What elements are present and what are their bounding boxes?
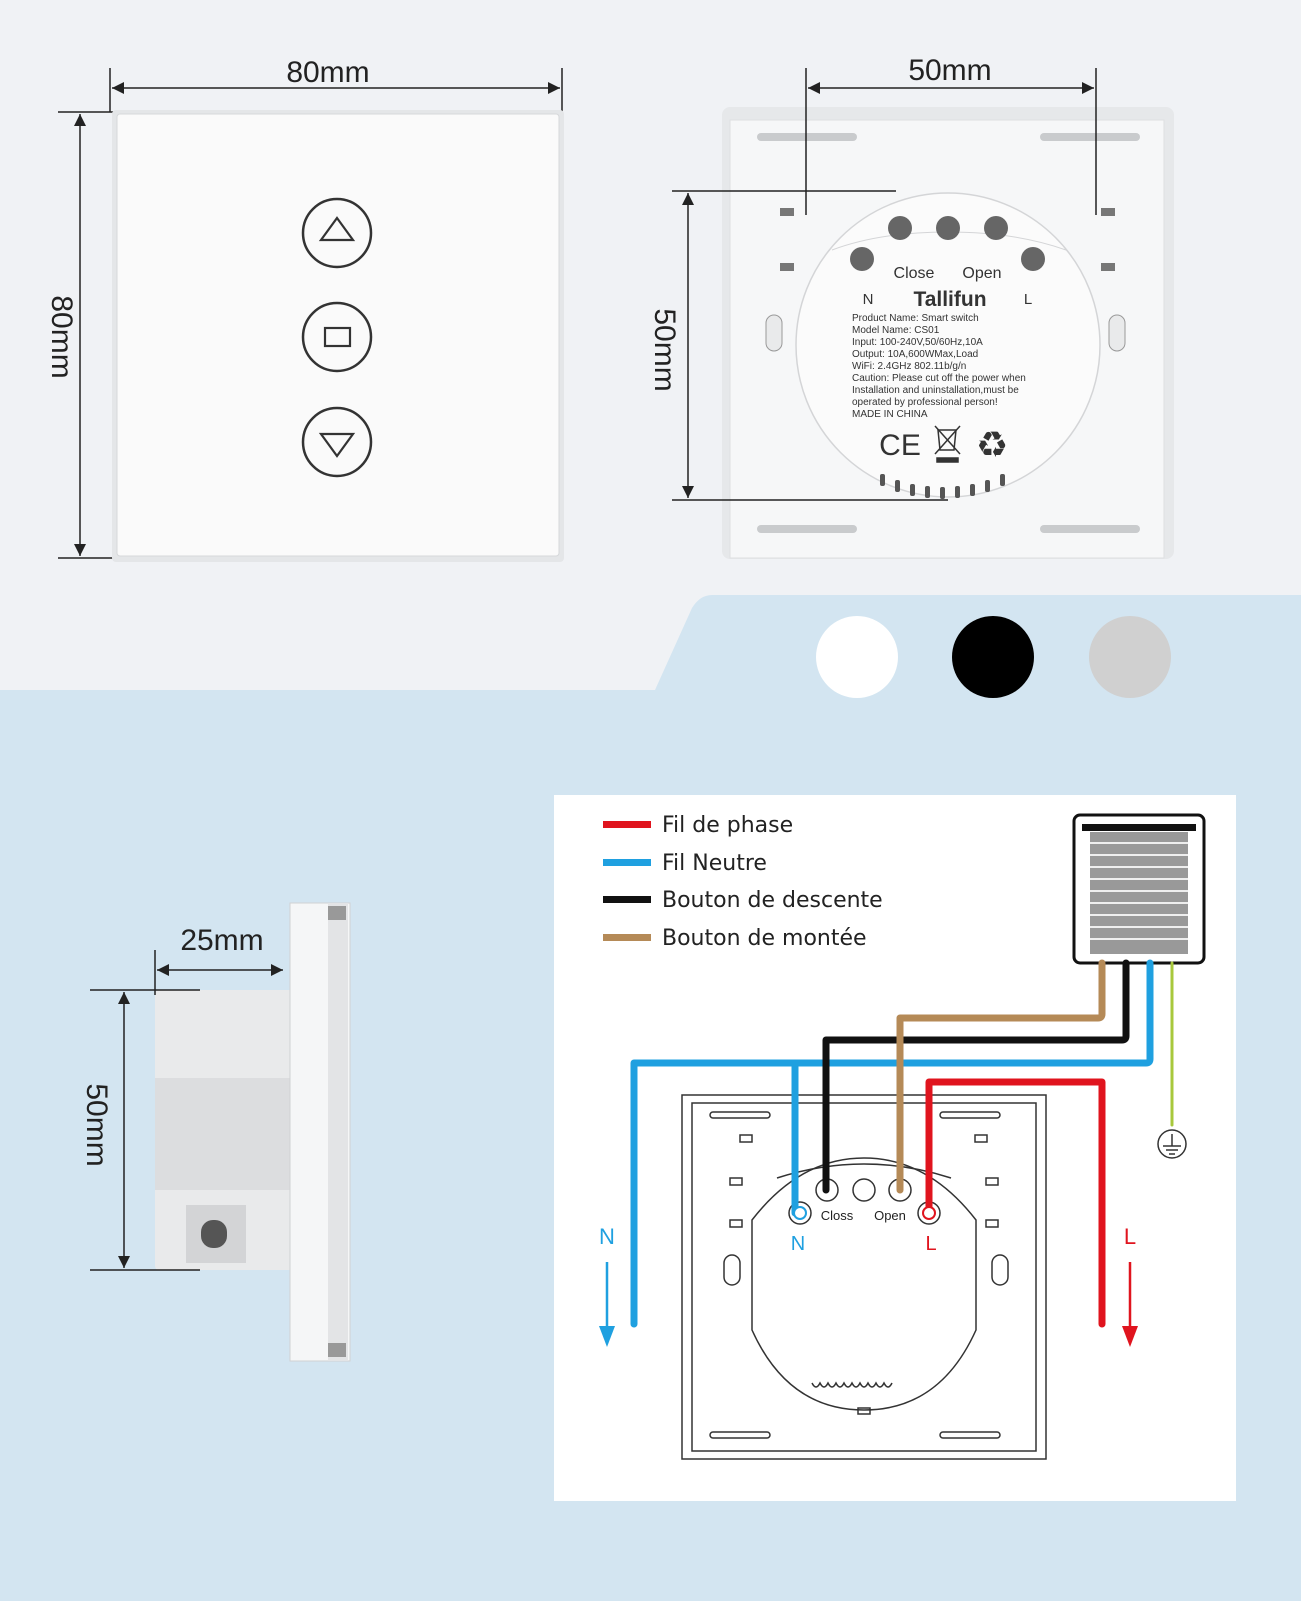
back-height-label: 50mm xyxy=(648,308,681,391)
product-name-text: Product Name: Smart switch xyxy=(852,313,979,324)
motor-icon xyxy=(1072,813,1206,965)
brand-label: Tallifun xyxy=(913,288,986,311)
legend: Fil de phase Fil Neutre Bouton de descen… xyxy=(603,813,883,951)
open-terminal-label: Open xyxy=(874,1208,906,1223)
color-swatch-black xyxy=(952,616,1034,698)
legend-label-down: Bouton de descente xyxy=(662,888,883,913)
close-terminal-label: Closs xyxy=(821,1208,854,1223)
front-view: 80mm 80mm xyxy=(45,56,564,562)
terminal-dots xyxy=(793,1206,936,1220)
side-view: 25mm 50mm xyxy=(80,902,351,1362)
color-swatch-white xyxy=(816,616,898,698)
stop-square-icon xyxy=(323,326,352,348)
front-height-label: 80mm xyxy=(45,295,78,378)
legend-swatch-neutral xyxy=(603,859,651,866)
legend-label-phase: Fil de phase xyxy=(662,813,793,838)
back-housing xyxy=(795,192,1101,498)
up-arrow-icon xyxy=(318,216,356,242)
caution-line-2: Installation and uninstallation,must be xyxy=(852,385,1019,396)
back-close-label: Close xyxy=(894,265,935,282)
front-plate xyxy=(116,113,560,557)
side-depth-label: 25mm xyxy=(180,924,263,957)
down-arrow-icon xyxy=(318,432,356,458)
back-l-label: L xyxy=(1024,291,1032,308)
color-swatch-gray xyxy=(1089,616,1171,698)
legend-label-up: Bouton de montée xyxy=(662,926,867,951)
caution-line-1: Caution: Please cut off the power when xyxy=(852,373,1026,384)
down-wire xyxy=(822,959,1130,1194)
phase-wire xyxy=(925,1078,1106,1328)
back-open-label: Open xyxy=(962,265,1001,282)
neutral-side-label: N xyxy=(599,1224,615,1249)
legend-label-neutral: Fil Neutre xyxy=(662,851,767,876)
n-terminal-label: N xyxy=(791,1233,805,1255)
wires xyxy=(630,959,1174,1328)
phase-down-arrow-icon xyxy=(1122,1262,1138,1347)
neutral-wire xyxy=(630,959,1154,1328)
output-spec-text: Output: 10A,600WMax,Load xyxy=(852,349,978,360)
up-wire xyxy=(896,959,1106,1194)
color-options xyxy=(816,616,1171,698)
legend-swatch-up xyxy=(603,934,651,941)
back-view: Close Open N L Tallifun Product Name: Sm… xyxy=(648,54,1174,559)
neutral-down-arrow-icon xyxy=(599,1262,615,1347)
legend-swatch-phase xyxy=(603,821,651,828)
made-in-text: MADE IN CHINA xyxy=(852,409,928,420)
phase-side-label: L xyxy=(1124,1224,1136,1249)
weee-bin-icon xyxy=(934,425,961,463)
input-spec-text: Input: 100-240V,50/60Hz,10A xyxy=(852,337,983,348)
l-terminal-label: L xyxy=(925,1233,936,1255)
wifi-spec-text: WiFi: 2.4GHz 802.11b/g/n xyxy=(852,361,966,372)
ce-mark-icon: CE xyxy=(879,429,921,462)
up-button xyxy=(301,197,373,269)
back-width-label: 50mm xyxy=(908,54,991,87)
legend-swatch-down xyxy=(603,896,651,903)
side-height-label: 50mm xyxy=(80,1083,113,1166)
ground-icon xyxy=(1157,1129,1187,1159)
down-button xyxy=(301,406,373,478)
recycle-icon: ♻ xyxy=(976,425,1008,466)
stop-button xyxy=(301,301,373,373)
back-n-label: N xyxy=(863,291,874,308)
caution-line-3: operated by professional person! xyxy=(852,397,998,408)
front-width-label: 80mm xyxy=(286,56,369,89)
model-name-text: Model Name: CS01 xyxy=(852,325,940,336)
wiring-diagram: Fil de phase Fil Neutre Bouton de descen… xyxy=(554,795,1236,1501)
